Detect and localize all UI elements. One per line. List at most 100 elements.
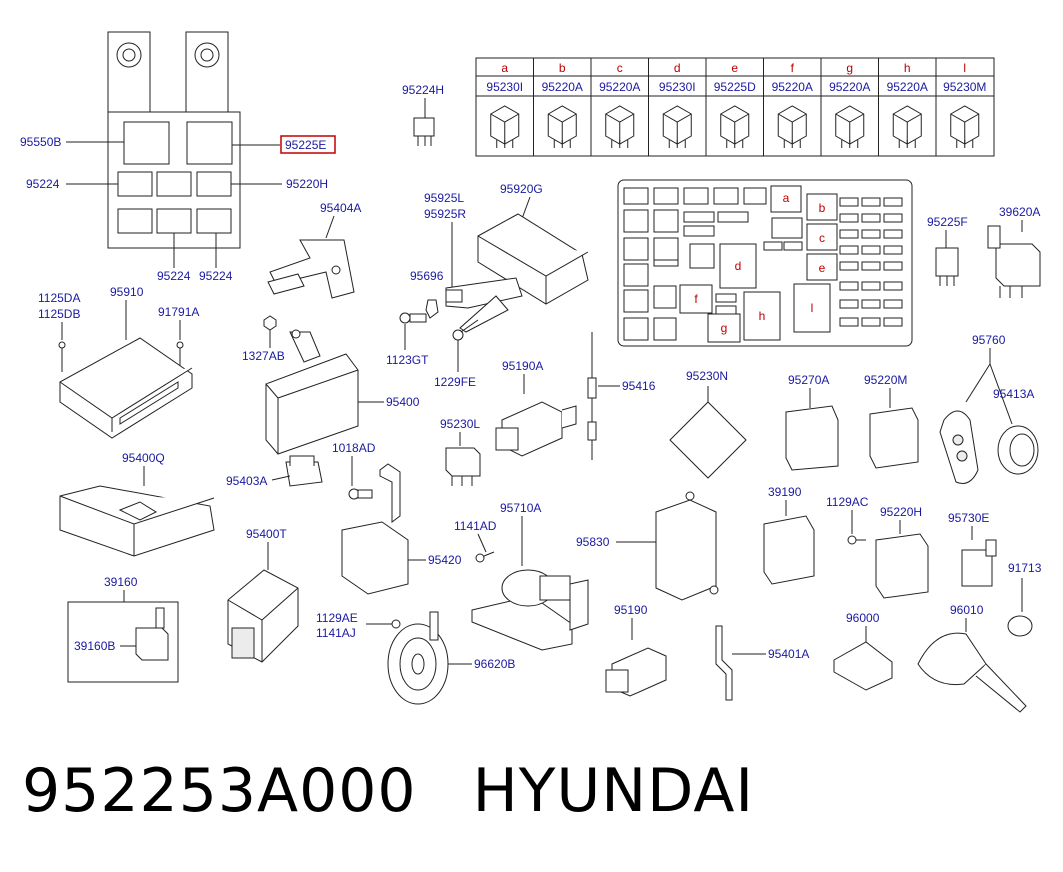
relay-table: a95230Ib95220Ac95220Ad95230Ie95225Df9522… — [475, 57, 995, 157]
relay-table-part[interactable]: 95230I — [659, 80, 696, 94]
fuse-slot-g[interactable] — [707, 313, 741, 343]
relay-table-letter: c — [617, 61, 623, 75]
bracket-95403a[interactable] — [285, 455, 323, 487]
label-95401a: 95401A — [768, 647, 809, 661]
screw-1141ad[interactable] — [475, 551, 495, 563]
label-96010: 96010 — [950, 603, 984, 617]
ring-95413a[interactable] — [997, 425, 1039, 475]
relay-table-part[interactable]: 95230M — [943, 80, 986, 94]
fuse-slot-b[interactable] — [806, 193, 838, 221]
relay-95220m[interactable] — [869, 407, 919, 469]
fuse-slot-e[interactable] — [806, 253, 838, 281]
label-1123gt: 1123GT — [386, 353, 429, 367]
fuse-box-cell — [653, 187, 679, 205]
relay-39160b[interactable] — [135, 607, 169, 661]
relay-39620a[interactable] — [987, 225, 1041, 298]
relay-table-relay[interactable] — [950, 105, 980, 148]
relay-95225f[interactable] — [935, 247, 959, 286]
fuse-slot-d[interactable] — [719, 243, 757, 289]
screw-1129ac[interactable] — [847, 535, 866, 545]
fuse-box-letter: f — [694, 292, 698, 306]
label-95404a: 95404A — [320, 201, 361, 215]
label-95224-left: 95224 — [26, 177, 60, 191]
relay-table-relay[interactable] — [547, 105, 577, 148]
label-95730e: 95730E — [948, 511, 989, 525]
label-95403a: 95403A — [226, 474, 267, 488]
junction-box-95550b[interactable] — [107, 31, 241, 249]
label-95225e-highlighted[interactable]: 95225E — [285, 138, 326, 152]
relay-table-part[interactable]: 95225D — [714, 80, 756, 94]
relay-95230l[interactable] — [445, 447, 481, 486]
label-1125db: 1125DB — [38, 307, 80, 321]
fuse-slot-h[interactable] — [743, 291, 781, 341]
fuse-box-cell — [839, 229, 859, 239]
bolt-1123gt[interactable] — [399, 312, 427, 324]
switch-95190[interactable] — [605, 647, 667, 697]
switch-95190a[interactable] — [495, 401, 577, 457]
relay-95224h[interactable] — [413, 117, 435, 146]
fuse-slot-a[interactable] — [770, 185, 802, 213]
label-95420: 95420 — [428, 553, 462, 567]
module-95400t[interactable] — [227, 569, 299, 663]
label-1327ab: 1327AB — [242, 349, 285, 363]
bolt-1018ad[interactable] — [348, 488, 373, 500]
label-96000: 96000 — [846, 611, 880, 625]
ecu-95910[interactable] — [58, 337, 193, 439]
screw-1229fe[interactable] — [452, 319, 479, 341]
fuse-box-cell — [839, 261, 859, 271]
module-95400q[interactable] — [59, 485, 215, 557]
relay-table-part[interactable]: 95220A — [772, 80, 813, 94]
bracket-95404a[interactable] — [267, 239, 355, 299]
label-95220h-bottom: 95220H — [880, 505, 922, 519]
horn-96620b[interactable] — [387, 611, 449, 705]
relay-table-relay[interactable] — [662, 105, 692, 148]
relay-table-part[interactable]: 95220A — [542, 80, 583, 94]
grommet-91713[interactable] — [1007, 615, 1033, 637]
relay-95270a[interactable] — [785, 405, 839, 471]
fuse-box-cell — [653, 317, 677, 341]
relay-table-part[interactable]: 95220A — [829, 80, 870, 94]
module-95400[interactable] — [265, 329, 359, 455]
relay-table-relay[interactable] — [892, 105, 922, 148]
fuse-box-cell — [713, 187, 739, 205]
fuse-box-cell — [839, 299, 859, 309]
nut-1327ab[interactable] — [263, 315, 277, 331]
relay-table-relay[interactable] — [777, 105, 807, 148]
motor-95710a[interactable] — [471, 569, 589, 651]
bracket-95401a[interactable] — [715, 625, 733, 701]
module-95830[interactable] — [655, 491, 719, 601]
clip-95696[interactable] — [425, 299, 439, 319]
screw-1129ae[interactable] — [391, 619, 401, 629]
fuse-box-cell — [683, 211, 715, 223]
fuse-box-cell — [771, 217, 803, 239]
relay-table-letter: b — [559, 61, 566, 75]
antenna-95416[interactable] — [587, 332, 597, 460]
relay-39190[interactable] — [763, 515, 815, 585]
module-95920g[interactable] — [477, 213, 589, 305]
fuse-slot-l[interactable] — [793, 283, 831, 333]
fuse-box-letter: d — [735, 259, 742, 273]
fuse-slot-f[interactable] — [679, 284, 713, 314]
cover-96010[interactable] — [917, 632, 1027, 713]
relay-table-relay[interactable] — [605, 105, 635, 148]
relay-95220h[interactable] — [875, 533, 929, 599]
relay-table-relay[interactable] — [835, 105, 865, 148]
relay-table-relay[interactable] — [490, 105, 520, 148]
relay-table-letter: g — [846, 61, 853, 75]
module-95420[interactable] — [341, 521, 409, 595]
fuse-box-cell — [683, 187, 709, 205]
speaker-96000[interactable] — [833, 641, 893, 691]
relay-table-part[interactable]: 95220A — [887, 80, 928, 94]
fuse-box-cell — [861, 261, 881, 271]
label-95225f: 95225F — [927, 215, 968, 229]
bracket-95420[interactable] — [379, 463, 401, 523]
key-fob-95760[interactable] — [939, 410, 979, 484]
relay-95230n[interactable] — [669, 401, 747, 479]
fuse-box-letter: h — [759, 309, 766, 323]
relay-table-relay[interactable] — [720, 105, 750, 148]
relay-table-part[interactable]: 95220A — [599, 80, 640, 94]
bracket-95925[interactable] — [445, 277, 523, 333]
fuse-slot-c[interactable] — [806, 223, 838, 251]
relay-95730e[interactable] — [961, 539, 997, 587]
relay-table-part[interactable]: 95230I — [486, 80, 523, 94]
